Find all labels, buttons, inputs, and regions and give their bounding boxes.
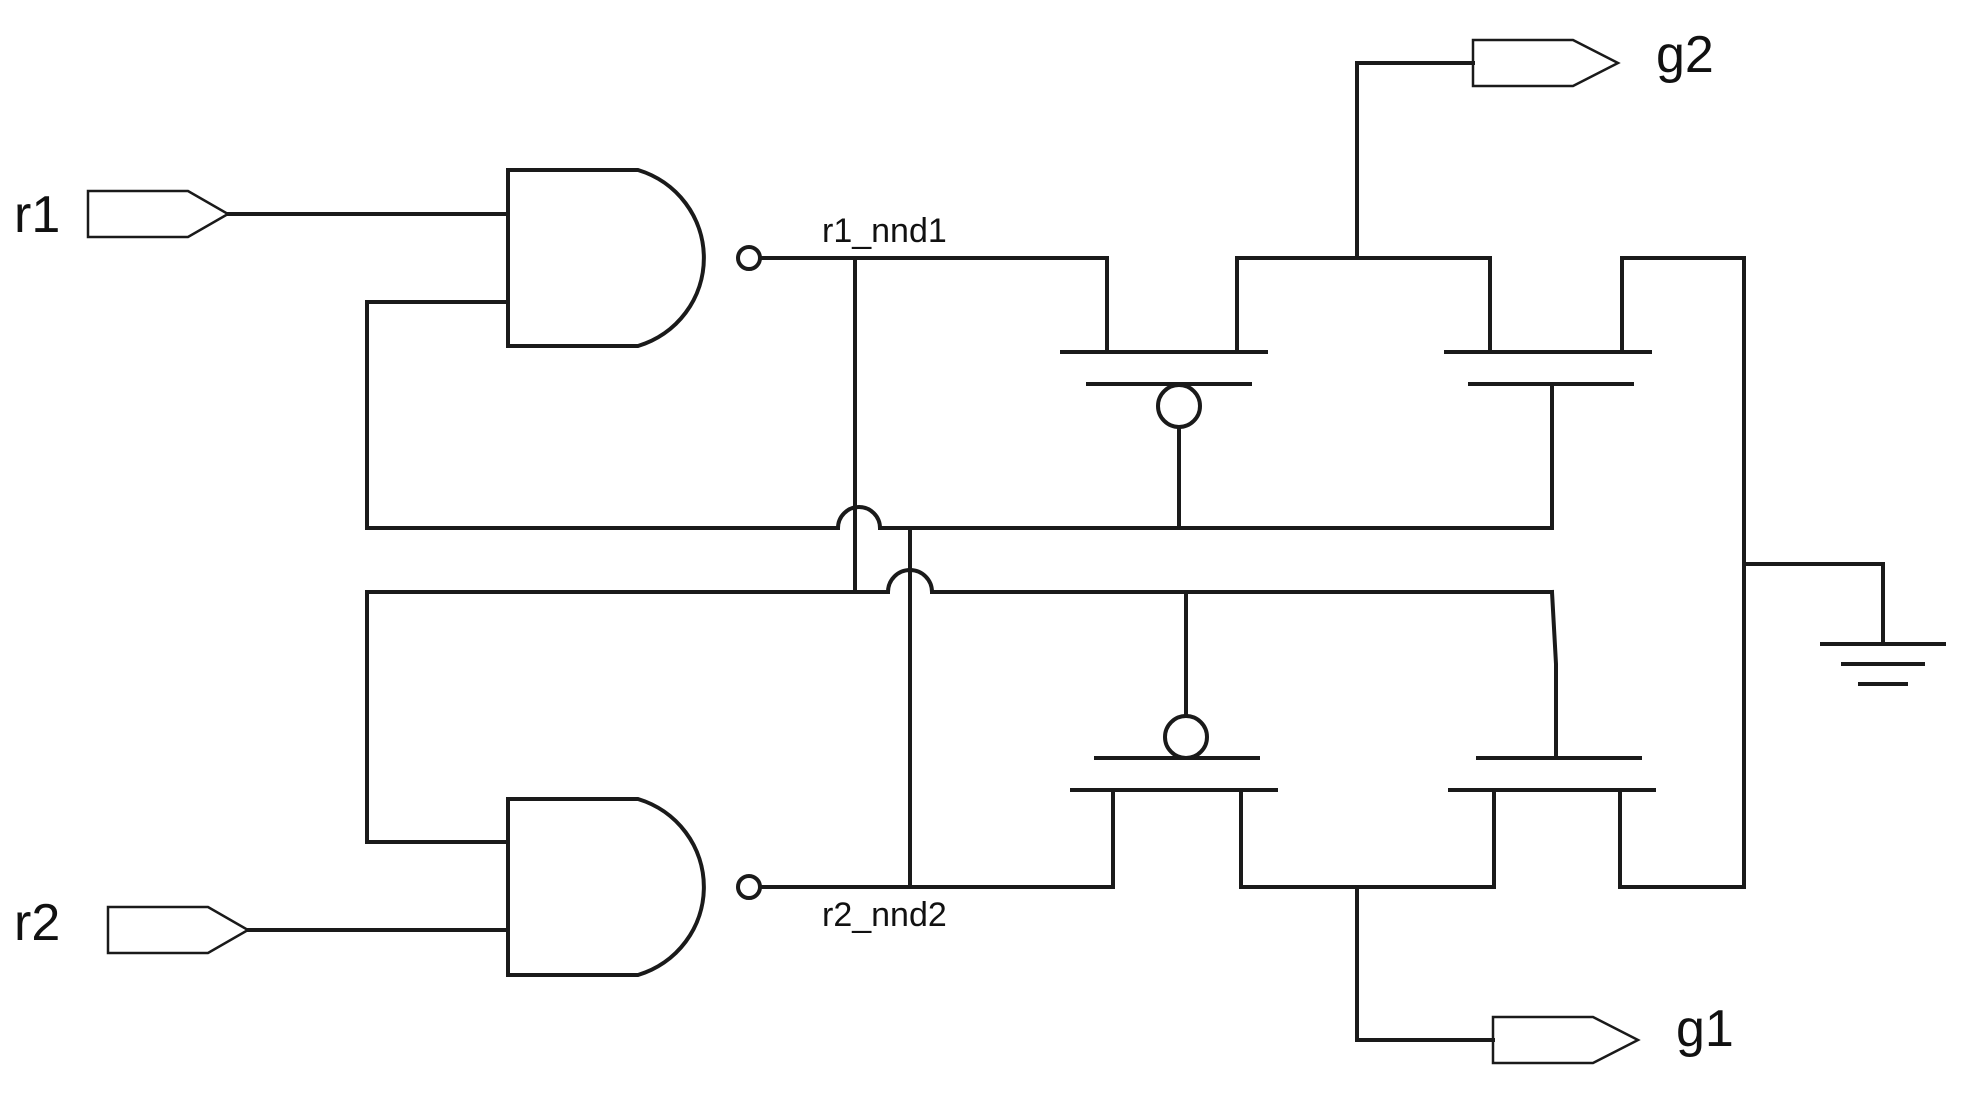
label-r1: r1 <box>14 186 60 244</box>
nand-gate-2 <box>506 797 762 977</box>
nand-2-bubble <box>736 874 762 900</box>
nand-1-bubble <box>736 245 762 271</box>
label-net-r1-nnd1: r1_nnd1 <box>822 212 947 250</box>
port-r1-input <box>86 189 231 239</box>
wires <box>226 61 1885 1042</box>
ground-icon <box>1820 642 1946 686</box>
nand-gate-1 <box>506 168 762 348</box>
port-g2-output <box>1471 38 1621 88</box>
port-g1-output <box>1491 1015 1641 1065</box>
label-g1: g1 <box>1676 1000 1734 1058</box>
port-r2-input <box>106 905 251 955</box>
pmos-bottom-bubble <box>1163 714 1209 760</box>
pmos-top-bubble <box>1156 383 1202 429</box>
label-r2: r2 <box>14 894 60 952</box>
label-g2: g2 <box>1656 26 1714 84</box>
label-net-r2-nnd2: r2_nnd2 <box>822 896 947 934</box>
